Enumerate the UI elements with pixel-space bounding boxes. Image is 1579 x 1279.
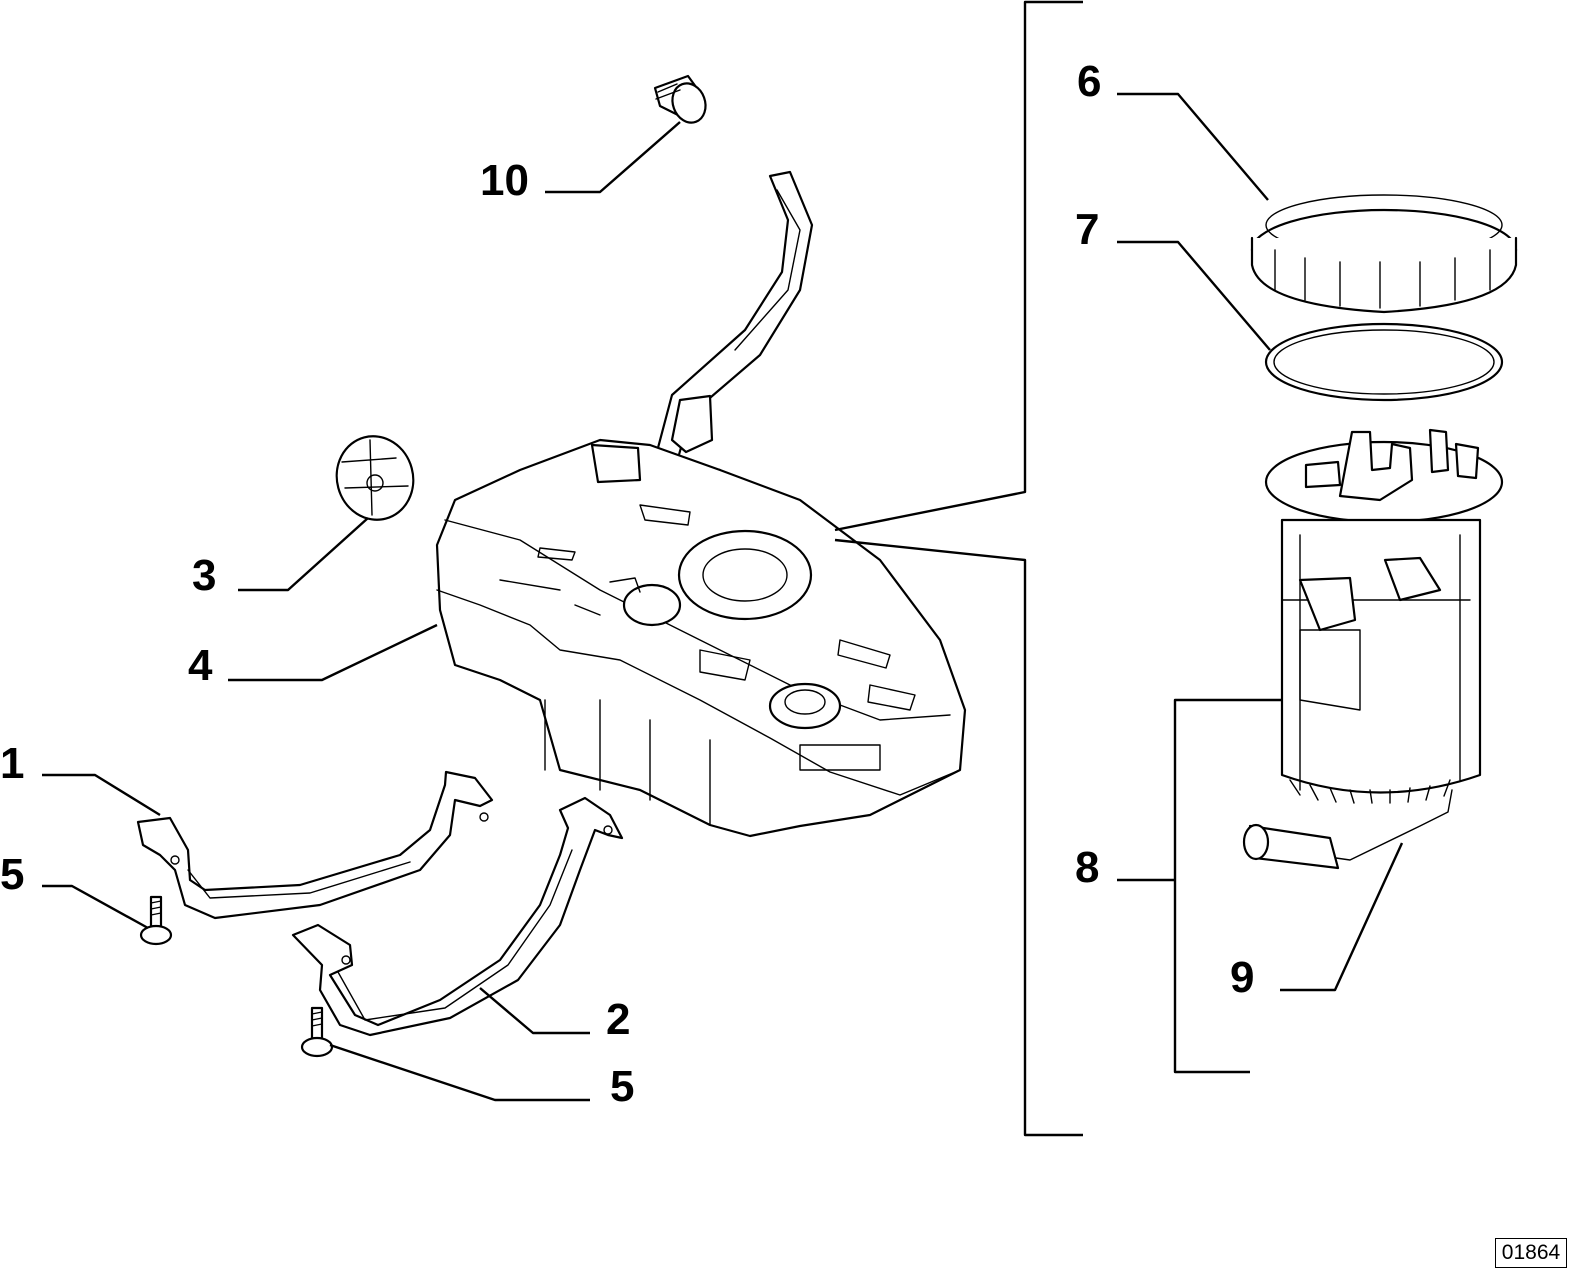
bracket-6-7-8 — [834, 0, 1083, 532]
part-5-bolt-lower — [300, 1006, 334, 1058]
leader-5-upper — [42, 884, 149, 930]
part-2-strap — [291, 796, 624, 1037]
leader-10 — [545, 121, 681, 194]
leader-1 — [42, 773, 161, 817]
callout-4: 4 — [188, 641, 213, 690]
callout-labels: 10 3 4 1 5 2 5 6 7 8 9 — [0, 57, 1254, 1111]
reference-number: 01864 — [1495, 1238, 1567, 1268]
leader-2 — [479, 987, 590, 1035]
leader-4 — [228, 623, 438, 682]
part-6-locking-ring — [1250, 194, 1518, 314]
part-3-cap — [335, 435, 415, 521]
callout-7: 7 — [1075, 205, 1099, 254]
leader-5-lower — [329, 1043, 590, 1102]
leader-9 — [1280, 842, 1404, 992]
callout-5-upper: 5 — [0, 850, 24, 899]
callout-2: 2 — [606, 995, 630, 1044]
leader-lines — [42, 0, 1404, 1137]
bracket-tank — [834, 538, 1083, 1137]
part-10-plug — [653, 74, 707, 124]
part-4-fuel-tank — [435, 170, 967, 838]
part-8-fuel-pump-module — [1264, 428, 1504, 804]
callout-10: 10 — [480, 156, 529, 205]
callout-8: 8 — [1075, 843, 1099, 892]
callout-5-lower: 5 — [610, 1062, 634, 1111]
callout-9: 9 — [1230, 953, 1254, 1002]
part-5-bolt-upper — [139, 895, 173, 946]
leader-7 — [1117, 240, 1271, 351]
part-1-strap — [136, 770, 494, 920]
callout-3: 3 — [192, 551, 216, 600]
callout-1: 1 — [0, 739, 24, 788]
bracket-8 — [1173, 698, 1282, 1074]
part-9-level-sender — [1242, 789, 1453, 870]
leader-6 — [1117, 92, 1269, 201]
leader-3 — [238, 517, 369, 592]
part-7-seal — [1264, 322, 1504, 402]
callout-6: 6 — [1077, 57, 1101, 106]
